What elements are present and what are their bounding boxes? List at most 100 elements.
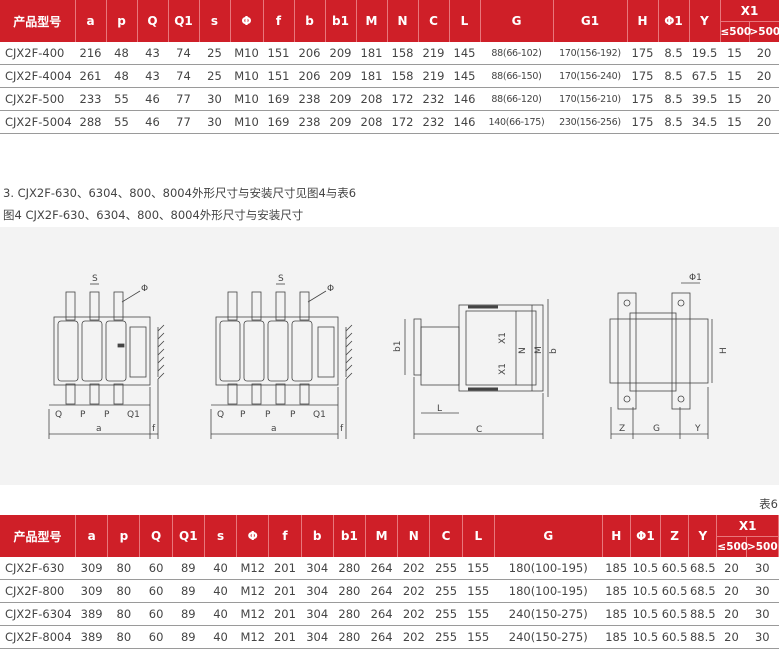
table-cell: 30 <box>746 557 779 580</box>
table-cell: 255 <box>429 557 463 580</box>
label-l: L <box>437 404 442 414</box>
table-cell: 60 <box>139 625 173 649</box>
header-model: 产品型号 <box>0 0 76 42</box>
drawing-mounting-view <box>609 282 713 439</box>
dimension-drawing: S Φ Q P P Q1 a f S Φ Q P P P Q1 a f <box>48 273 729 439</box>
cell-model: CJX2F-4004 <box>0 64 75 88</box>
table-cell: 80 <box>107 557 140 580</box>
table-cell: 255 <box>429 602 463 626</box>
header-g1: G1 <box>553 0 628 42</box>
table-cell: 175 <box>627 42 658 65</box>
label-p-1: P <box>80 410 86 420</box>
header-y: Y <box>688 515 718 557</box>
table-cell: 20 <box>749 110 779 134</box>
table-cell: 55 <box>106 87 137 111</box>
table-cell: 30 <box>199 110 230 134</box>
pole-4 <box>291 320 313 382</box>
cell-model: CJX2F-500 <box>0 87 75 111</box>
table-cell: 202 <box>397 602 430 626</box>
table-cell: 389 <box>75 602 108 626</box>
table-cell: 208 <box>356 110 387 134</box>
body-outline <box>458 304 544 392</box>
label-f-2: f <box>340 424 344 434</box>
table-cell: 8.5 <box>658 64 689 88</box>
mount-hole-2 <box>677 299 685 307</box>
table-cell: 60.5 <box>660 557 689 580</box>
table-cell: 232 <box>418 87 449 111</box>
table-cell: M10 <box>230 87 263 111</box>
table-cell: 175 <box>627 87 658 111</box>
table-cell: M10 <box>230 110 263 134</box>
header-a: a <box>75 0 107 42</box>
header-a: a <box>75 515 109 557</box>
header-phi: Φ <box>236 515 270 557</box>
table-cell: 89 <box>172 602 205 626</box>
table-cell: 74 <box>168 64 199 88</box>
header-x1: X1 <box>716 515 779 537</box>
table-cell: M12 <box>236 625 269 649</box>
label-p-4: P <box>265 410 271 420</box>
pole-1 <box>57 320 79 382</box>
table-cell: 60 <box>139 602 173 626</box>
label-x1-top: X1 <box>498 332 508 344</box>
table-cell: 155 <box>462 557 495 580</box>
header-c: C <box>429 515 463 557</box>
table-cell: 240(150-275) <box>494 625 603 649</box>
header-x1-gt500: >500 <box>749 21 779 42</box>
label-q1-2: Q1 <box>313 410 326 420</box>
terminal-top-2 <box>89 291 100 321</box>
table-cell: 230(156-256) <box>553 110 627 134</box>
cell-model: CJX2F-6304 <box>0 602 76 626</box>
table-cell: 140(66-175) <box>480 110 553 134</box>
table-cell: 43 <box>137 42 168 65</box>
header-z: Z <box>660 515 690 557</box>
table-cell: 10.5 <box>630 579 661 603</box>
table-cell: 180(100-195) <box>494 579 603 603</box>
table-cell: 77 <box>168 110 199 134</box>
header-q1: Q1 <box>168 0 200 42</box>
table-cell: 10.5 <box>630 557 661 580</box>
table-cell: 74 <box>168 42 199 65</box>
table-cell: 20 <box>716 625 747 649</box>
pole-3 <box>267 320 289 382</box>
table-cell: 40 <box>204 625 237 649</box>
label-s-2: S <box>278 274 284 284</box>
table-cell: 80 <box>107 579 140 603</box>
label-q1: Q1 <box>127 410 140 420</box>
table-cell: 172 <box>387 110 418 134</box>
table-cell: 169 <box>263 87 294 111</box>
terminal-bottom-2 <box>251 383 262 405</box>
table-cell: 89 <box>172 579 205 603</box>
table-cell: 264 <box>365 625 398 649</box>
cell-model: CJX2F-5004 <box>0 110 75 134</box>
header-q: Q <box>139 515 173 557</box>
header-l: L <box>449 0 481 42</box>
base-block <box>420 326 460 386</box>
table-cell: 209 <box>325 87 356 111</box>
table-cell: 170(156-192) <box>553 42 627 65</box>
table-cell: 264 <box>365 602 398 626</box>
table-cell: 60 <box>139 557 173 580</box>
terminal-top-1 <box>65 291 76 321</box>
label-g: G <box>653 424 660 434</box>
leader-phi <box>121 290 141 303</box>
table-cell: 15 <box>720 110 749 134</box>
mount-hole-1 <box>623 299 631 307</box>
terminal-bottom-3 <box>275 383 286 405</box>
figure-caption: 图4 CJX2F-630、6304、800、8004外形尺寸与安装尺寸 <box>3 208 304 222</box>
header-b: b <box>294 0 326 42</box>
header-c: C <box>418 0 450 42</box>
table-cell: 88(66-120) <box>480 87 553 111</box>
table-cell: 181 <box>356 42 387 65</box>
section-note: 3. CJX2F-630、6304、800、8004外形尺寸与安装尺寸见图4与表… <box>3 186 357 200</box>
pole-3 <box>105 320 127 382</box>
label-q: Q <box>55 410 62 420</box>
drawing-4-pole-front <box>210 283 353 439</box>
table-cell: 60.5 <box>660 602 689 626</box>
pole-1 <box>219 320 241 382</box>
aux-block <box>129 326 147 378</box>
cell-model: CJX2F-8004 <box>0 625 76 649</box>
aux-block <box>317 326 335 378</box>
